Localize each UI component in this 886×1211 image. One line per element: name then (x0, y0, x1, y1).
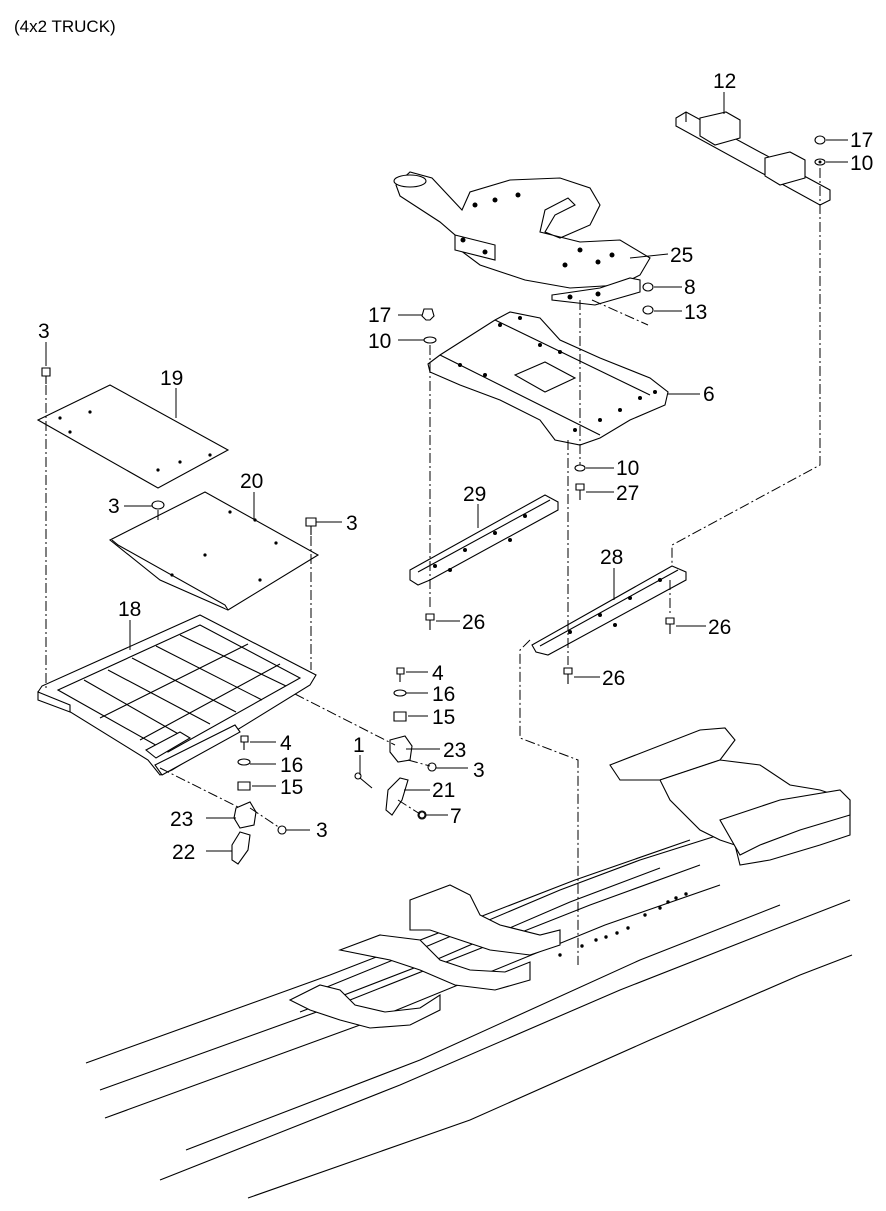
part-6-mounting-plate (427, 311, 669, 446)
callout-4: 4 (280, 732, 292, 755)
alignment-lines (45, 168, 821, 965)
callout-23: 23 (443, 739, 466, 762)
callout-8: 8 (684, 276, 696, 299)
callout-4: 4 (432, 662, 444, 685)
part-28-angle-bracket (531, 565, 687, 656)
leader-lines (45, 92, 848, 852)
callout-15: 15 (280, 776, 303, 799)
callout-3: 3 (38, 320, 50, 343)
callout-16: 16 (432, 683, 455, 706)
callout-26: 26 (708, 616, 731, 639)
callout-10: 10 (368, 330, 391, 353)
part-25-coupling-plate (393, 171, 651, 306)
part-19-plate (36, 384, 230, 489)
callout-10: 10 (616, 457, 639, 480)
callout-17: 17 (368, 304, 391, 327)
part-18-frame (37, 614, 317, 776)
callout-22: 22 (172, 841, 195, 864)
callout-labels: 12 17 10 25 8 13 17 10 6 3 19 20 3 3 10 … (38, 70, 873, 864)
callout-17: 17 (850, 129, 873, 152)
callout-3: 3 (316, 819, 328, 842)
part-20-plate (108, 491, 320, 611)
callout-10: 10 (850, 152, 873, 175)
callout-26: 26 (602, 667, 625, 690)
callout-27: 27 (616, 482, 639, 505)
chassis-frame (85, 727, 853, 1199)
callout-3: 3 (346, 512, 358, 535)
callout-7: 7 (450, 805, 462, 828)
callout-6: 6 (703, 383, 715, 406)
callout-28: 28 (600, 546, 623, 569)
diagram-title: (4x2 TRUCK) (14, 17, 116, 36)
callout-16: 16 (280, 754, 303, 777)
callout-23: 23 (170, 808, 193, 831)
callout-29: 29 (463, 483, 486, 506)
callout-25: 25 (670, 244, 693, 267)
callout-26: 26 (462, 611, 485, 634)
callout-20: 20 (240, 470, 263, 493)
callout-21: 21 (432, 779, 455, 802)
callout-3: 3 (473, 759, 485, 782)
callout-12: 12 (713, 70, 736, 93)
callout-18: 18 (118, 598, 141, 621)
part-12-bracket (675, 111, 831, 206)
callout-1: 1 (353, 734, 365, 757)
part-29-angle-bracket (409, 494, 559, 586)
callout-13: 13 (684, 301, 707, 324)
callout-3: 3 (108, 495, 120, 518)
callout-19: 19 (160, 367, 183, 390)
callout-15: 15 (432, 706, 455, 729)
hardware (41, 135, 826, 865)
